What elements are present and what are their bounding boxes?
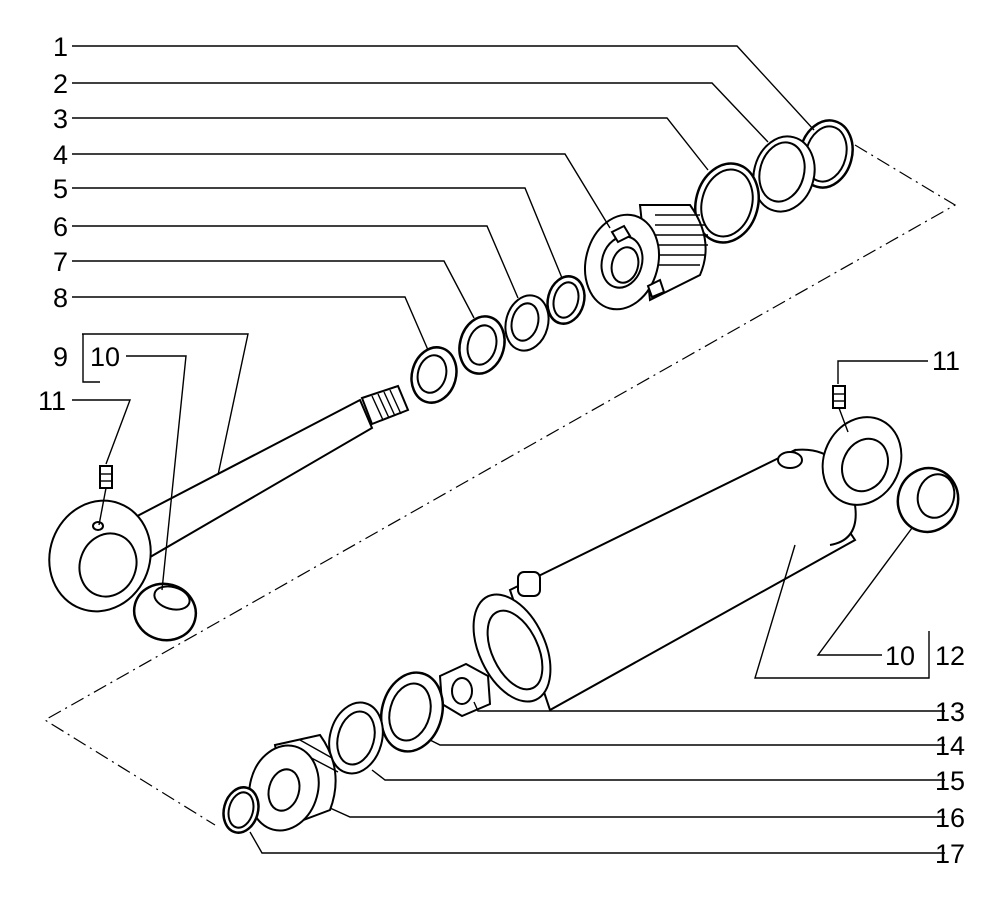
callout-7: 7 — [53, 247, 68, 277]
callout-15: 15 — [935, 766, 965, 796]
part-15-seal-ring — [328, 701, 384, 775]
callout-12: 12 — [935, 641, 965, 671]
part-11-grease-fitting-barrel — [832, 385, 849, 433]
part-2-backup-ring — [752, 135, 816, 213]
part-11-grease-fitting-rod — [98, 465, 113, 526]
callout-10-barrel: 10 — [885, 641, 915, 671]
part-10-bushing-rod — [132, 582, 198, 642]
callout-labels: 1 2 3 4 5 6 7 8 9 10 11 11 10 12 13 14 1… — [38, 32, 965, 869]
callout-16: 16 — [935, 803, 965, 833]
callout-3: 3 — [53, 104, 68, 134]
assembly-axis-upper — [43, 144, 957, 826]
callout-17: 17 — [935, 839, 965, 869]
part-14-bearing-ring — [379, 671, 445, 753]
callout-4: 4 — [53, 140, 68, 170]
callout-13: 13 — [935, 697, 965, 727]
part-16-piston — [248, 733, 339, 832]
callout-2: 2 — [53, 69, 68, 99]
part-4-gland-nut — [584, 204, 708, 311]
leader-lines-right — [249, 360, 945, 854]
callout-5: 5 — [53, 174, 68, 204]
part-6-wiper — [504, 294, 550, 352]
part-5-seal — [546, 275, 586, 325]
part-13-nut — [438, 662, 492, 718]
callout-1: 1 — [53, 32, 68, 62]
callout-10-rod: 10 — [90, 342, 120, 372]
part-9-piston-rod — [48, 384, 410, 613]
part-17-o-ring — [222, 786, 260, 834]
callout-8: 8 — [53, 283, 68, 313]
part-7-bushing — [458, 315, 506, 375]
callout-11-barrel: 11 — [932, 346, 960, 376]
callout-9: 9 — [53, 342, 68, 372]
leader-lines-left — [72, 45, 815, 591]
part-10-bushing-barrel — [896, 466, 960, 534]
callout-11-rod: 11 — [38, 386, 66, 416]
part-12-cylinder-barrel — [472, 416, 903, 712]
callout-14: 14 — [935, 731, 965, 761]
callout-6: 6 — [53, 212, 68, 242]
part-3-o-ring — [694, 162, 760, 244]
part-8-bearing — [410, 346, 458, 404]
